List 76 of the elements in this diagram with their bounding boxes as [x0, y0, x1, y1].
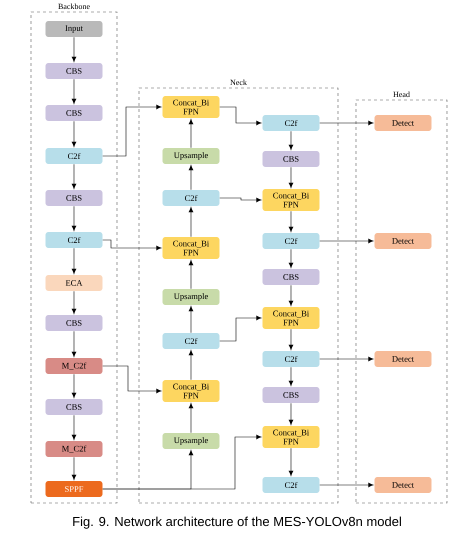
module-box: Upsample — [162, 433, 220, 449]
module-box: M_C2f — [46, 358, 102, 374]
arrow — [188, 207, 194, 238]
module-box: Upsample — [162, 289, 220, 305]
module-box: CBS — [46, 315, 102, 331]
arrow — [219, 198, 262, 202]
arrow — [319, 120, 374, 126]
arrow — [188, 119, 194, 148]
module-box: Detect — [374, 233, 432, 249]
arrow — [288, 248, 294, 268]
arrow — [102, 366, 162, 394]
arrow — [102, 240, 162, 250]
arrow — [288, 130, 294, 150]
module-box: C2f — [262, 233, 320, 249]
module-box: M_C2f — [46, 441, 102, 457]
arrow — [72, 120, 76, 147]
arrow — [319, 482, 374, 488]
module-box: Concat_Bi FPN — [162, 237, 220, 259]
module-box: C2f — [46, 232, 102, 248]
arrow — [288, 210, 294, 232]
arrow — [219, 316, 262, 342]
caption: Fig. 9. Network architecture of the MES-YOLOv8n model — [73, 516, 401, 529]
module-box: C2f — [262, 115, 320, 131]
arrow — [72, 36, 76, 62]
arrow — [72, 414, 76, 440]
module-box: Concat_Bi FPN — [262, 307, 320, 329]
module-box: ECA — [46, 275, 102, 291]
module-box: Concat_Bi FPN — [162, 96, 220, 118]
arrow — [288, 402, 294, 425]
arrow — [288, 448, 294, 476]
module-box: CBS — [46, 105, 102, 121]
module-box: Upsample — [162, 148, 220, 164]
arrow — [102, 434, 262, 490]
module-box: C2f — [262, 351, 320, 367]
node-label: Backbone — [58, 3, 90, 10]
arrow — [288, 166, 294, 188]
module-box: Concat_Bi FPN — [262, 189, 320, 211]
arrow — [72, 164, 76, 189]
arrow — [188, 306, 194, 334]
arrow — [72, 78, 76, 104]
module-box: CBS — [262, 151, 320, 167]
module-box: C2f — [46, 148, 102, 164]
module-box: CBS — [46, 190, 102, 206]
module-box: CBS — [46, 399, 102, 415]
arrow — [319, 238, 374, 244]
arrow — [188, 403, 194, 434]
module-box: CBS — [46, 63, 102, 79]
arrow — [72, 374, 76, 398]
arrow — [288, 328, 294, 350]
node-label: Head — [393, 91, 410, 98]
arrow — [72, 248, 76, 274]
module-box: CBS — [262, 269, 320, 285]
module-box: Detect — [374, 477, 432, 493]
module-box: CBS — [262, 387, 320, 403]
module-box: Concat_Bi FPN — [162, 380, 220, 402]
arrow — [188, 350, 194, 380]
arrow — [72, 456, 76, 480]
module-box: C2f — [162, 333, 220, 349]
module-box: Input — [46, 21, 102, 37]
module-box: SPPF — [46, 481, 102, 497]
module-box: C2f — [162, 190, 220, 206]
arrow — [72, 290, 76, 314]
arrow — [288, 284, 294, 306]
arrow — [219, 106, 262, 126]
arrow — [72, 206, 76, 231]
module-box: Detect — [374, 351, 432, 367]
arrow — [188, 260, 194, 290]
module-box: Concat_Bi FPN — [262, 426, 320, 448]
node-label: Neck — [230, 79, 247, 86]
module-box: Detect — [374, 115, 432, 131]
arrow — [102, 104, 162, 156]
arrow — [288, 366, 294, 386]
arrow — [188, 165, 194, 190]
arrow — [319, 356, 374, 362]
module-box: C2f — [262, 477, 320, 493]
arrow — [72, 330, 76, 357]
